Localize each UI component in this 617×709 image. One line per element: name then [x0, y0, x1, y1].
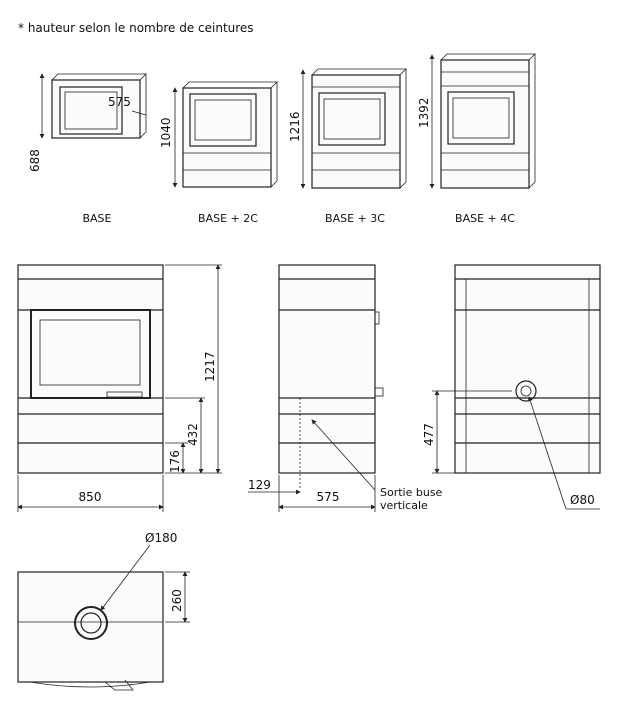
base-height-label: 688 [28, 149, 42, 172]
outlet-height-label: 477 [422, 423, 436, 446]
height-note: * hauteur selon le nombre de ceintures [18, 21, 254, 35]
offset-label: 129 [248, 478, 271, 492]
variant-label: BASE [82, 212, 111, 225]
base-4c-height-label: 1392 [417, 97, 431, 128]
variant-label: BASE + 2C [198, 212, 258, 225]
top-view: Ø180 260 [17, 531, 190, 691]
back-view: 477 Ø80 [422, 264, 601, 510]
flue-diameter-label: Ø180 [145, 531, 177, 545]
base-depth-label: 575 [108, 95, 131, 109]
base-3c-height-label: 1216 [288, 111, 302, 142]
outlet-label-line2: verticale [380, 499, 428, 512]
front-view: 1217 432 176 850 [17, 264, 222, 512]
flue-offset-label: 260 [170, 589, 184, 612]
outlet-label-line1: Sortie buse [380, 486, 443, 499]
total-height-label: 1217 [203, 351, 217, 382]
stove-base-2c-variant: 1040 BASE + 2C [159, 81, 278, 225]
variant-label: BASE + 4C [455, 212, 515, 225]
width-label: 850 [79, 490, 102, 504]
depth-label: 575 [317, 490, 340, 504]
outlet-diameter-label: Ø80 [570, 493, 595, 507]
stove-base-4c-variant: 1392 BASE + 4C [417, 53, 536, 225]
variant-label: BASE + 3C [325, 212, 385, 225]
door-base-height-label: 432 [186, 423, 200, 446]
stove-base-3c-variant: 1216 BASE + 3C [288, 68, 407, 225]
base-2c-height-label: 1040 [159, 117, 173, 148]
stove-base-variant: 575 688 BASE [28, 73, 147, 225]
bottom-height-label: 176 [168, 450, 182, 473]
side-view: 129 575 Sortie buse verticale [248, 264, 443, 512]
